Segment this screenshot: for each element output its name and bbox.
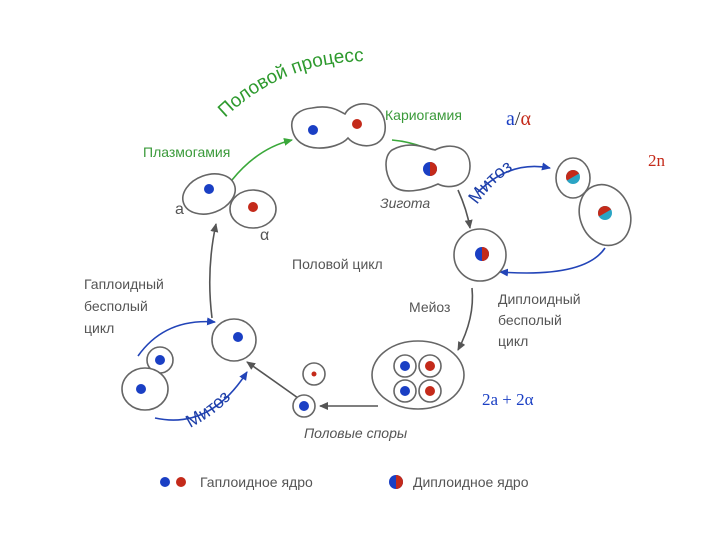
legend-diploid-red bbox=[396, 475, 403, 489]
legend-haploid-label: Гаплоидное ядро bbox=[200, 474, 313, 490]
released-spore-a-nucleus bbox=[299, 401, 309, 411]
zygote-nucleus-red bbox=[430, 162, 437, 176]
ploidy-2n-annotation: 2n bbox=[648, 151, 666, 170]
zygote-to-diploid-arrow bbox=[457, 189, 473, 229]
haploid-upward-arrow bbox=[208, 223, 219, 319]
mitosis-bottom-label: Митоз bbox=[182, 386, 234, 431]
haploid-asexual-line2: бесполый bbox=[84, 298, 148, 314]
plasmogamy-label: Плазмогамия bbox=[143, 144, 230, 160]
diploid-asexual-line1: Диплоидный bbox=[498, 291, 581, 307]
plasmogamy-cell bbox=[290, 103, 386, 149]
ascus-cell bbox=[371, 340, 465, 410]
mating-type-a-label: а bbox=[175, 201, 184, 218]
mitosis-top-arrow bbox=[477, 162, 551, 193]
plasmogamy-nucleus-alpha bbox=[352, 119, 362, 129]
haploid-asexual-line3: цикл bbox=[84, 320, 114, 336]
haploid-asexual-line1: Гаплоидный bbox=[84, 276, 164, 292]
spore-1-nucleus bbox=[400, 361, 410, 371]
plasmogamy-arrow bbox=[231, 137, 293, 181]
diploid-return-arrow bbox=[499, 247, 606, 277]
zygote-label: Зигота bbox=[380, 195, 430, 211]
diploid-bud-nucleus-top-red bbox=[566, 170, 580, 181]
legend-haploid-red-dot bbox=[176, 477, 186, 487]
released-spore-alpha-nucleus bbox=[311, 371, 317, 377]
haploid-return-arrow bbox=[137, 317, 216, 357]
genotype-alpha: α bbox=[520, 108, 531, 130]
mitosis-top-label: Митоз bbox=[464, 156, 515, 207]
haploid-bud-nucleus bbox=[155, 355, 165, 365]
spore-3-nucleus bbox=[400, 386, 410, 396]
mating-type-alpha-label: α bbox=[260, 227, 269, 244]
legend-haploid-blue-dot bbox=[160, 477, 170, 487]
legend-diploid-label: Диплоидное ядро bbox=[413, 474, 529, 490]
karyogamy-label: Кариогамия bbox=[385, 107, 462, 123]
diploid-asexual-line3: цикл bbox=[498, 333, 528, 349]
nucleus-alpha bbox=[248, 202, 258, 212]
genotype-slash: / bbox=[515, 108, 521, 130]
plasmogamy-nucleus-a bbox=[308, 125, 318, 135]
meiosis-label: Мейоз bbox=[409, 299, 450, 315]
sexual-spores-label: Половые споры bbox=[304, 425, 408, 441]
haploid-mother-nucleus bbox=[136, 384, 146, 394]
diploid-mother-nucleus-red bbox=[598, 206, 612, 217]
diploid-asexual-line2: бесполый bbox=[498, 312, 562, 328]
meiosis-arrow bbox=[457, 287, 474, 351]
sexual-cycle-label: Половой цикл bbox=[292, 256, 383, 272]
haploid-vegetative-nucleus bbox=[233, 332, 243, 342]
genotype-a: a bbox=[506, 108, 515, 130]
nucleus-a bbox=[204, 184, 214, 194]
sexual-process-label: Половой процесс bbox=[214, 45, 364, 121]
diploid-nucleus-red bbox=[482, 247, 489, 261]
genotype-annotation: a/α bbox=[506, 108, 531, 130]
spore-4-nucleus bbox=[425, 386, 435, 396]
spore-to-haploid-arrow bbox=[246, 361, 299, 399]
spore-2-nucleus bbox=[425, 361, 435, 371]
haploid-mitosis-arrow bbox=[154, 371, 248, 421]
spore-count-annotation: 2a + 2α bbox=[482, 390, 534, 409]
